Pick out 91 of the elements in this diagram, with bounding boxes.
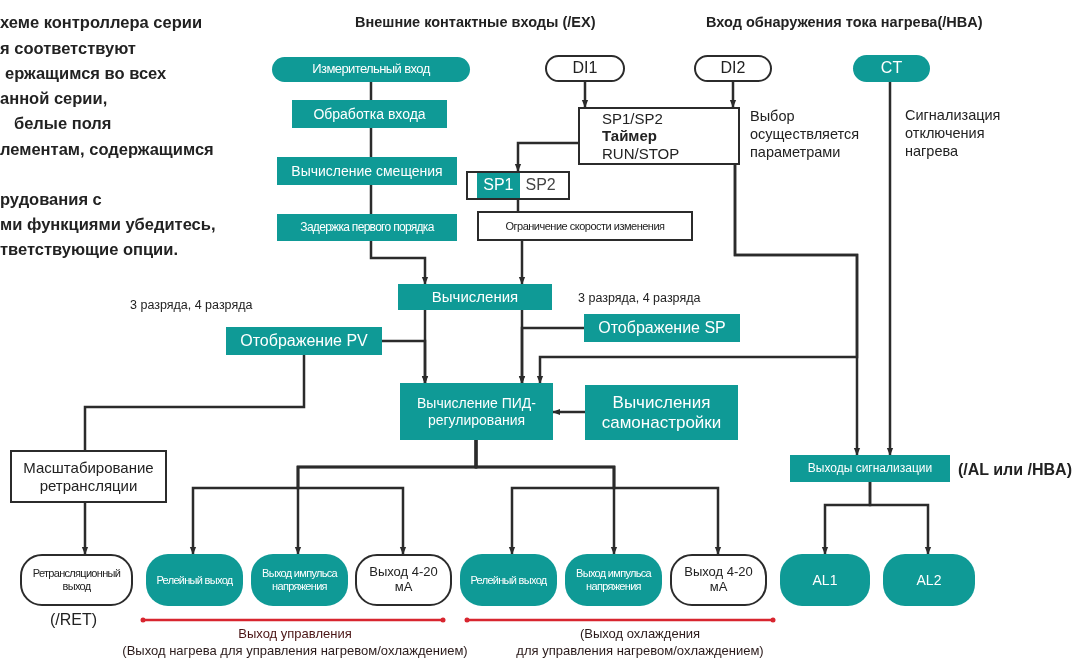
process-box bbox=[277, 157, 457, 185]
terminal-pill bbox=[694, 55, 772, 82]
box-label: Отображение SP bbox=[598, 318, 726, 338]
box-label: CT bbox=[880, 59, 903, 78]
terminal-pill bbox=[853, 55, 930, 82]
terminal-pill bbox=[460, 554, 557, 606]
box-label: SP1 bbox=[477, 173, 520, 198]
section-heading: Внешние контактные входы (/EX) bbox=[355, 13, 596, 32]
note-text: анной серии, bbox=[0, 88, 108, 109]
box-label: Выходы сигнализации bbox=[807, 461, 933, 476]
selector-box bbox=[466, 171, 570, 200]
connector-arrow bbox=[369, 241, 429, 285]
box-label: Выход импульса напряжения bbox=[261, 567, 339, 593]
terminal-pill bbox=[780, 554, 870, 606]
process-box bbox=[477, 211, 693, 241]
terminal-pill bbox=[545, 55, 625, 82]
box-label: DI2 bbox=[720, 59, 746, 78]
box-label: Таймер bbox=[602, 127, 657, 145]
note-text: хеме контроллера серии bbox=[0, 12, 203, 33]
terminal-pill bbox=[146, 554, 243, 606]
annotation-text: 3 разряда, 4 разряда bbox=[578, 291, 701, 307]
box-label: Выход 4-20 мА bbox=[368, 565, 439, 595]
process-box bbox=[292, 100, 447, 128]
box-label: Ретрансляционный выход bbox=[31, 567, 122, 593]
box-label: Вычисления bbox=[431, 288, 519, 306]
note-text: я соответствуют bbox=[0, 38, 136, 59]
box-label: Задержка первого порядка bbox=[300, 220, 434, 235]
connector-arrow bbox=[868, 482, 932, 555]
terminal-pill bbox=[20, 554, 133, 606]
side-note: Выбор осуществляется параметрами bbox=[750, 107, 861, 162]
connector-line bbox=[369, 128, 373, 157]
note-text: рудования с bbox=[0, 189, 102, 210]
terminal-pill bbox=[355, 554, 452, 606]
annotation-text: 3 разряда, 4 разряда bbox=[130, 298, 253, 314]
box-label: Ограничение скорости изменения bbox=[505, 219, 665, 233]
box-label: SP2 bbox=[524, 176, 557, 195]
box-label: Вычисление ПИД-регулирования bbox=[416, 395, 537, 428]
note-text: ержащимся во всех bbox=[5, 63, 167, 84]
box-label: RUN/STOP bbox=[602, 144, 680, 162]
connector-line bbox=[83, 355, 306, 450]
connector-arrow bbox=[536, 165, 859, 384]
note-text: белые поля bbox=[14, 113, 112, 134]
box-label: Измерительный вход bbox=[312, 62, 430, 77]
box-label: SP1/SP2 bbox=[602, 110, 663, 128]
box-label: Вычисления самонастройки bbox=[600, 392, 723, 433]
side-note: (/RET) bbox=[50, 610, 98, 630]
note-text: лементам, содержащимся bbox=[0, 139, 214, 160]
connector-arrow bbox=[518, 326, 584, 384]
process-box bbox=[585, 385, 738, 440]
process-box bbox=[584, 314, 740, 342]
process-box bbox=[400, 383, 553, 440]
annotation-text: Выход управления bbox=[237, 626, 353, 643]
connector-arrow bbox=[382, 339, 429, 384]
box-label: AL1 bbox=[812, 571, 838, 589]
terminal-pill bbox=[272, 57, 470, 82]
note-text: тветствующие опции. bbox=[0, 239, 178, 260]
section-heading: Вход обнаружения тока нагрева(/HBA) bbox=[706, 13, 983, 32]
box-label: Выход импульса напряжения bbox=[575, 567, 653, 593]
side-note: (/AL или /HBA) bbox=[958, 460, 1072, 480]
annotation-text: (Выход нагрева для управления нагревом/охлаждением) bbox=[121, 643, 469, 660]
terminal-pill bbox=[883, 554, 975, 606]
terminal-pill bbox=[670, 554, 767, 606]
process-box bbox=[10, 450, 167, 503]
terminal-pill bbox=[565, 554, 662, 606]
box-label: DI1 bbox=[572, 59, 598, 78]
annotation-text: Сигнализация отключения нагрева bbox=[905, 106, 1002, 161]
connector-arrow bbox=[474, 440, 722, 555]
box-label: Релейный выход bbox=[156, 573, 233, 587]
connector-arrow bbox=[552, 408, 585, 416]
box-label: Масштабирование ретрансляции bbox=[22, 459, 155, 494]
box-label: Выход 4-20 мА bbox=[683, 565, 754, 595]
process-box bbox=[578, 107, 740, 165]
annotation-text: (Выход охлаждения bbox=[578, 626, 702, 643]
terminal-pill bbox=[251, 554, 348, 606]
box-label: Релейный выход bbox=[470, 573, 547, 587]
box-label: Отображение PV bbox=[240, 331, 368, 351]
connector-arrow bbox=[581, 82, 589, 108]
note-text: ми функциями убедитесь, bbox=[0, 214, 216, 235]
connector-arrow bbox=[729, 82, 737, 108]
process-box bbox=[226, 327, 382, 355]
box-label: Обработка входа bbox=[313, 105, 426, 123]
connector-arrow bbox=[81, 503, 89, 555]
process-box bbox=[790, 455, 950, 482]
connector-arrow bbox=[514, 141, 578, 172]
connector-arrow bbox=[886, 82, 894, 456]
process-box bbox=[277, 214, 457, 241]
box-label: Вычисление смещения bbox=[291, 162, 443, 180]
connector-arrow bbox=[518, 241, 526, 285]
box-label: AL2 bbox=[916, 571, 942, 589]
process-box bbox=[398, 284, 552, 310]
connector-line bbox=[369, 185, 373, 214]
